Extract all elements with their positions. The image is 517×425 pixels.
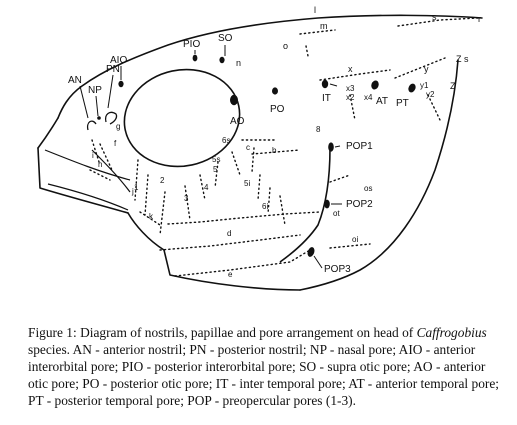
caption-body: species. AN - anterior nostril; PN - pos… — [28, 342, 500, 408]
preopercular-canal — [279, 147, 331, 263]
label-o: o — [283, 41, 288, 51]
nostrils — [86, 111, 118, 131]
pore-so — [219, 56, 225, 64]
label-i: i — [92, 151, 94, 160]
label-zs: Z s — [456, 54, 469, 64]
label-g: g — [116, 122, 120, 131]
eye — [123, 68, 241, 168]
label-np: NP — [88, 85, 102, 96]
label-at: AT — [376, 96, 388, 107]
label-1: 1 — [134, 183, 139, 192]
label-h: h — [98, 160, 102, 169]
label-5s: 5s — [212, 155, 220, 164]
pore-pio — [192, 54, 198, 62]
label-an: AN — [68, 75, 82, 86]
pore-it — [321, 79, 329, 89]
label-6i: 6i — [262, 202, 268, 211]
label-pt: PT — [396, 98, 409, 109]
pore-ao — [230, 94, 238, 106]
label-z: Z — [450, 81, 456, 91]
papillae-rows — [89, 17, 479, 277]
label-3: 3 — [184, 194, 189, 203]
label-c: c — [246, 143, 250, 152]
diagram-labels: AN NP PN AIO PIO SO AO PO IT AT PT POP1 … — [68, 5, 481, 279]
caption-genus: Caffrogobius — [416, 325, 487, 340]
label-b: b — [272, 146, 277, 155]
label-f: f — [114, 139, 117, 148]
label-pio: PIO — [183, 39, 200, 50]
label-s: s — [432, 12, 437, 22]
caption-prefix: Figure 1: Diagram of nostrils, papillae … — [28, 325, 417, 340]
label-ao: AO — [230, 116, 245, 127]
label-aio: AIO — [110, 55, 127, 66]
pore-po — [272, 87, 278, 95]
label-n: n — [236, 58, 241, 68]
pore-pop1 — [328, 142, 334, 152]
label-8: 8 — [316, 125, 321, 134]
label-x: x — [348, 64, 353, 74]
label-y2: y2 — [426, 90, 435, 99]
label-d: d — [227, 229, 231, 238]
label-4: 4 — [204, 183, 209, 192]
label-5: 5 — [213, 165, 218, 174]
pore-aio — [118, 80, 124, 88]
label-pn: PN — [106, 64, 120, 75]
label-y1: y1 — [420, 81, 429, 90]
label-x4: x4 — [364, 93, 373, 102]
pores — [97, 54, 416, 257]
pore-at — [371, 80, 379, 90]
label-pop2: POP2 — [346, 199, 373, 210]
pore-np — [97, 116, 101, 120]
label-j: j — [131, 187, 134, 196]
pore-pop3 — [307, 247, 315, 257]
label-m: m — [320, 21, 328, 31]
label-pop1: POP1 — [346, 141, 373, 152]
label-6s: 6s — [222, 136, 230, 145]
figure-caption: Figure 1: Diagram of nostrils, papillae … — [28, 324, 506, 409]
label-po: PO — [270, 104, 285, 115]
label-it: IT — [322, 93, 331, 104]
label-x2: x2 — [346, 93, 355, 102]
jaw-lines — [44, 149, 131, 211]
label-pop3: POP3 — [324, 264, 351, 275]
pore-pt — [408, 83, 416, 93]
label-e: e — [228, 270, 233, 279]
label-r: r — [478, 14, 481, 24]
label-x3: x3 — [346, 84, 355, 93]
head-diagram: AN NP PN AIO PIO SO AO PO IT AT PT POP1 … — [37, 5, 483, 291]
pore-pop2 — [324, 199, 330, 209]
pointer-lines — [79, 45, 342, 269]
label-2: 2 — [160, 176, 165, 185]
label-so: SO — [218, 33, 233, 44]
label-oi: oi — [352, 235, 358, 244]
label-l: l — [314, 5, 316, 15]
label-os: os — [364, 184, 372, 193]
label-ot: ot — [333, 209, 340, 218]
label-y: y — [424, 64, 429, 74]
label-k: k — [149, 212, 154, 221]
label-5i: 5i — [244, 179, 250, 188]
